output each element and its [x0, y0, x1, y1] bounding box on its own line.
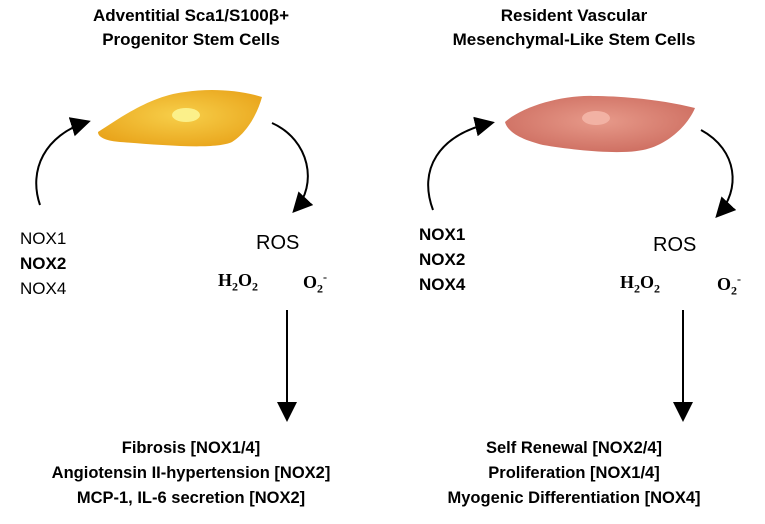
- left-h2o2: H2O2: [218, 270, 259, 294]
- left-nox-list: NOX1 NOX2 NOX4: [20, 226, 66, 301]
- right-o2: O2-: [717, 272, 742, 298]
- right-panel: Resident Vascular Mesenchymal-Like Stem …: [383, 0, 765, 524]
- right-effects: Self Renewal [NOX2/4] Proliferation [NOX…: [383, 436, 765, 511]
- left-effect-3: MCP-1, IL-6 secretion [NOX2]: [76, 489, 306, 507]
- right-nox-3: NOX4: [419, 275, 466, 294]
- right-diagram-graphics: [427, 95, 737, 422]
- right-effect-2: Proliferation [NOX1/4]: [488, 464, 660, 482]
- right-cycle-arrow-down: [700, 129, 737, 218]
- left-panel-title: Adventitial Sca1/S100β+ Progenitor Stem …: [0, 4, 382, 52]
- right-title-line2: Mesenchymal-Like Stem Cells: [452, 30, 696, 49]
- right-cell-nucleus: [582, 111, 610, 125]
- right-h2o2: H2O2: [620, 272, 661, 296]
- left-nox-3: NOX4: [20, 279, 67, 298]
- left-ros-label: ROS: [256, 232, 300, 254]
- left-cycle-arrow-up: [35, 117, 91, 206]
- left-panel: Adventitial Sca1/S100β+ Progenitor Stem …: [0, 0, 382, 524]
- right-nox-1: NOX1: [419, 225, 466, 244]
- left-title-line2: Progenitor Stem Cells: [102, 30, 280, 49]
- left-effects: Fibrosis [NOX1/4] Angiotensin II-hyperte…: [0, 436, 382, 511]
- right-nox-2: NOX2: [419, 250, 466, 269]
- left-diagram-graphics: [35, 89, 314, 422]
- left-effect-1: Fibrosis [NOX1/4]: [121, 439, 261, 457]
- right-effect-1: Self Renewal [NOX2/4]: [485, 439, 663, 457]
- left-cell-nucleus: [172, 108, 200, 122]
- right-ros-label: ROS: [653, 234, 697, 256]
- right-nox-list: NOX1 NOX2 NOX4: [419, 222, 465, 297]
- left-cycle-arrow-down: [271, 122, 314, 213]
- left-o2: O2-: [303, 270, 328, 296]
- right-panel-title: Resident Vascular Mesenchymal-Like Stem …: [383, 4, 765, 52]
- left-nox-2: NOX2: [20, 254, 67, 273]
- right-cycle-arrow-up: [427, 116, 495, 211]
- right-title-line1: Resident Vascular: [500, 6, 648, 25]
- left-effect-2: Angiotensin II-hypertension [NOX2]: [51, 464, 331, 482]
- left-nox-1: NOX1: [20, 229, 67, 248]
- left-title-line1: Adventitial Sca1/S100β+: [92, 6, 290, 25]
- right-effect-3: Myogenic Differentiation [NOX4]: [447, 489, 701, 507]
